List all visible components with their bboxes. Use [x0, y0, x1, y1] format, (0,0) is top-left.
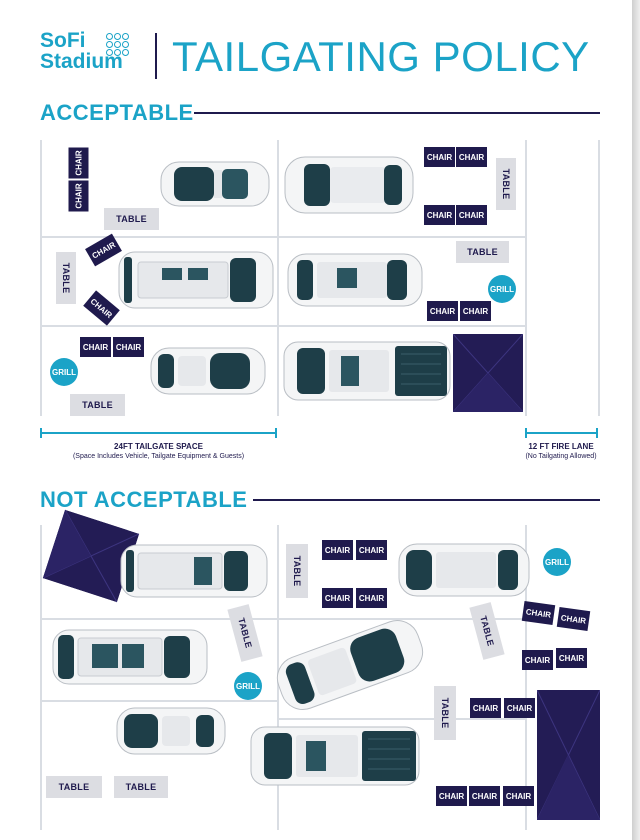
chair: CHAIR [503, 786, 534, 806]
fire-lane-label: 12 FT FIRE LANE [528, 442, 594, 451]
chair: CHAIR [556, 648, 587, 668]
chair: CHAIR [456, 147, 487, 167]
parking-line [277, 236, 525, 238]
chair: CHAIR [427, 301, 458, 321]
table: TABLE [70, 394, 125, 416]
car-sedan [150, 346, 266, 396]
pickup-truck [250, 725, 420, 787]
chair: CHAIR [68, 180, 89, 212]
chair: CHAIR [83, 290, 120, 326]
chair: CHAIR [113, 337, 144, 357]
chair: CHAIR [424, 147, 455, 167]
parking-line [277, 618, 525, 620]
car-van [120, 543, 268, 599]
parking-line [40, 618, 277, 620]
chair: CHAIR [469, 786, 500, 806]
parking-line [40, 325, 277, 327]
canopy-tent [42, 509, 140, 603]
chair: CHAIR [456, 205, 487, 225]
logo-line-2: Stadium [40, 50, 123, 73]
chair: CHAIR [504, 698, 535, 718]
canopy-tent [453, 334, 523, 412]
tailgate-space-dimension [40, 428, 277, 438]
grill: GRILL [50, 358, 78, 386]
parking-line [525, 140, 527, 416]
parking-line [598, 140, 600, 416]
logo-circles-icon [106, 33, 129, 56]
chair: CHAIR [322, 588, 353, 608]
fire-lane-dimension [525, 428, 598, 438]
tailgate-space-label: 24FT TAILGATE SPACE [114, 442, 203, 451]
table: TABLE [286, 544, 308, 598]
parking-line [40, 236, 277, 238]
chair: CHAIR [521, 600, 556, 626]
table: TABLE [46, 776, 102, 798]
table: TABLE [227, 604, 263, 662]
car-sedan-angled [270, 612, 431, 718]
car-suv [287, 252, 423, 308]
chair: CHAIR [85, 233, 122, 267]
table: TABLE [496, 158, 516, 210]
chair: CHAIR [424, 205, 455, 225]
car-sedan [160, 160, 270, 208]
parking-line [40, 700, 277, 702]
chair: CHAIR [460, 301, 491, 321]
car-van [118, 250, 274, 310]
car-suv [284, 155, 414, 215]
chair: CHAIR [322, 540, 353, 560]
pickup-truck [283, 340, 451, 402]
tailgate-space-note: (Space Includes Vehicle, Tailgate Equipm… [72, 453, 245, 460]
not-acceptable-rule [253, 499, 600, 501]
chair: CHAIR [68, 147, 89, 179]
chair: CHAIR [80, 337, 111, 357]
chair: CHAIR [556, 606, 591, 632]
grill: GRILL [543, 548, 571, 576]
table: TABLE [456, 241, 509, 263]
car-van [52, 628, 208, 686]
parking-line [277, 718, 525, 720]
table: TABLE [434, 686, 456, 740]
chair: CHAIR [470, 698, 501, 718]
grill: GRILL [488, 275, 516, 303]
chair: CHAIR [356, 588, 387, 608]
parking-line [40, 140, 42, 416]
car-sedan [116, 706, 226, 756]
acceptable-heading: ACCEPTABLE [40, 100, 194, 125]
chair: CHAIR [436, 786, 467, 806]
table: TABLE [469, 602, 505, 660]
parking-line [40, 525, 42, 830]
car-suv [398, 542, 530, 598]
acceptable-rule [194, 112, 600, 114]
parking-line [525, 525, 527, 830]
not-acceptable-heading: NOT ACCEPTABLE [40, 487, 248, 512]
table: TABLE [104, 208, 159, 230]
table: TABLE [114, 776, 168, 798]
chair: CHAIR [522, 650, 553, 670]
sofi-stadium-logo: SoFi Stadium [40, 29, 129, 73]
parking-line [277, 325, 525, 327]
fire-lane-note: (No Tailgating Allowed) [525, 453, 597, 460]
grill: GRILL [234, 672, 262, 700]
logo-line-1: SoFi [40, 29, 86, 52]
table: TABLE [56, 252, 76, 304]
page-title: TAILGATING POLICY [172, 33, 590, 80]
page-edge [632, 0, 640, 840]
canopy-tent [537, 690, 600, 820]
header-divider [155, 33, 157, 79]
parking-line [277, 140, 279, 416]
chair: CHAIR [356, 540, 387, 560]
